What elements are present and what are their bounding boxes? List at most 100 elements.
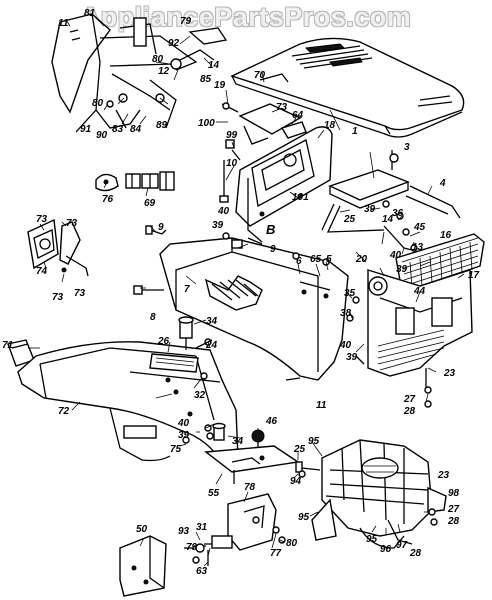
callout-95b: 95 bbox=[298, 512, 310, 523]
callout-74: 74 bbox=[36, 266, 48, 277]
louver-vents bbox=[204, 275, 263, 311]
callout-39b: 39 bbox=[396, 264, 408, 275]
callout-11: 11 bbox=[58, 18, 69, 29]
callout-95c: 95 bbox=[366, 534, 378, 545]
callout-80: 80 bbox=[152, 54, 164, 65]
callout-labels: 11 81 92 80 12 85 79 14 80 83 84 90 91 8… bbox=[2, 8, 480, 577]
callout-80c: 80 bbox=[286, 538, 298, 549]
callout-95a: 95 bbox=[308, 436, 320, 447]
callout-91: 91 bbox=[80, 124, 92, 135]
callout-79: 79 bbox=[180, 16, 192, 27]
callout-40c: 40 bbox=[217, 206, 230, 217]
callout-28b: 28 bbox=[447, 516, 460, 527]
callout-5: 5 bbox=[326, 254, 332, 265]
engine-part bbox=[295, 439, 447, 549]
callout-20: 20 bbox=[355, 254, 368, 265]
callout-23a: 23 bbox=[443, 368, 456, 379]
hood-part bbox=[230, 37, 465, 138]
callout-12: 12 bbox=[158, 66, 170, 77]
callout-35: 35 bbox=[344, 288, 356, 299]
front-housing-part bbox=[346, 269, 473, 408]
callout-8: 8 bbox=[150, 312, 156, 323]
callout-26: 26 bbox=[157, 336, 170, 347]
callout-79b: 79 bbox=[186, 542, 198, 553]
section-marker-b: B bbox=[266, 222, 275, 237]
front-grille-part bbox=[395, 233, 485, 293]
battery-tray-part bbox=[321, 150, 461, 252]
callout-40a: 40 bbox=[389, 250, 402, 261]
callout-9a: 9 bbox=[158, 222, 164, 233]
callout-14b: 14 bbox=[382, 214, 394, 225]
callout-90: 90 bbox=[96, 130, 108, 141]
callout-44: 44 bbox=[413, 286, 426, 297]
callout-75: 75 bbox=[170, 444, 182, 455]
callout-9b: 9 bbox=[270, 244, 276, 255]
callout-69: 69 bbox=[144, 198, 156, 209]
callout-28a: 28 bbox=[403, 406, 416, 417]
callout-16: 16 bbox=[440, 230, 452, 241]
callout-6: 6 bbox=[296, 256, 302, 267]
callout-73c: 73 bbox=[66, 218, 78, 229]
callout-73b: 73 bbox=[36, 214, 48, 225]
callout-25: 25 bbox=[343, 214, 356, 225]
callout-92: 92 bbox=[168, 38, 180, 49]
callout-27b: 27 bbox=[447, 504, 460, 515]
callout-100: 100 bbox=[198, 118, 215, 129]
callout-34a: 34 bbox=[206, 316, 218, 327]
callout-70: 70 bbox=[254, 70, 266, 81]
callout-36: 36 bbox=[392, 208, 404, 219]
callout-73: 73 bbox=[276, 102, 288, 113]
switch-bracket-part bbox=[194, 493, 280, 566]
callout-40b: 40 bbox=[339, 340, 352, 351]
callout-73d: 73 bbox=[52, 292, 64, 303]
callout-27a: 27 bbox=[403, 394, 416, 405]
mount-bracket-part bbox=[119, 535, 167, 597]
callout-4: 4 bbox=[439, 178, 446, 189]
callout-23b: 23 bbox=[437, 470, 450, 481]
callout-45: 45 bbox=[413, 222, 426, 233]
callout-14: 14 bbox=[208, 60, 220, 71]
callout-73e: 73 bbox=[74, 288, 86, 299]
callout-93: 93 bbox=[178, 526, 190, 537]
callout-25b: 25 bbox=[293, 444, 306, 455]
callout-38: 38 bbox=[340, 308, 352, 319]
callout-94: 94 bbox=[290, 476, 302, 487]
callout-3: 3 bbox=[404, 142, 410, 153]
side-bracket-part bbox=[27, 218, 89, 277]
leader-lines bbox=[28, 17, 465, 567]
callout-76: 76 bbox=[102, 194, 114, 205]
callout-89: 89 bbox=[156, 120, 168, 131]
fender-part bbox=[17, 341, 239, 472]
callout-98: 98 bbox=[448, 488, 460, 499]
callout-65: 65 bbox=[310, 254, 322, 265]
callout-97: 97 bbox=[396, 540, 408, 551]
callout-13: 13 bbox=[412, 242, 424, 253]
callout-18: 18 bbox=[324, 120, 336, 131]
callout-83: 83 bbox=[112, 124, 124, 135]
callout-46: 46 bbox=[265, 416, 278, 427]
callout-81: 81 bbox=[84, 8, 96, 19]
callout-71: 71 bbox=[2, 340, 14, 351]
callout-39c: 39 bbox=[346, 352, 358, 363]
callout-99: 99 bbox=[226, 130, 238, 141]
callout-80b: 80 bbox=[92, 98, 104, 109]
steering-linkage-assembly bbox=[51, 13, 228, 133]
callout-1: 1 bbox=[352, 126, 358, 137]
callout-39d: 39 bbox=[212, 220, 224, 231]
headlight-lens-part bbox=[7, 339, 35, 367]
callout-101: 101 bbox=[292, 192, 309, 203]
callout-19: 19 bbox=[214, 80, 226, 91]
center-side-panel-part bbox=[159, 237, 349, 381]
dash-panel-part bbox=[225, 126, 333, 243]
ignition-switch-part bbox=[95, 171, 175, 192]
callout-85: 85 bbox=[200, 74, 212, 85]
callout-63: 63 bbox=[196, 566, 208, 577]
callout-50: 50 bbox=[136, 524, 148, 535]
callout-17: 17 bbox=[468, 270, 480, 281]
callout-39e: 39 bbox=[178, 430, 190, 441]
callout-24: 24 bbox=[205, 340, 218, 351]
dash-bracket-part bbox=[221, 102, 307, 145]
callout-77: 77 bbox=[270, 548, 282, 559]
callout-84: 84 bbox=[130, 124, 142, 135]
